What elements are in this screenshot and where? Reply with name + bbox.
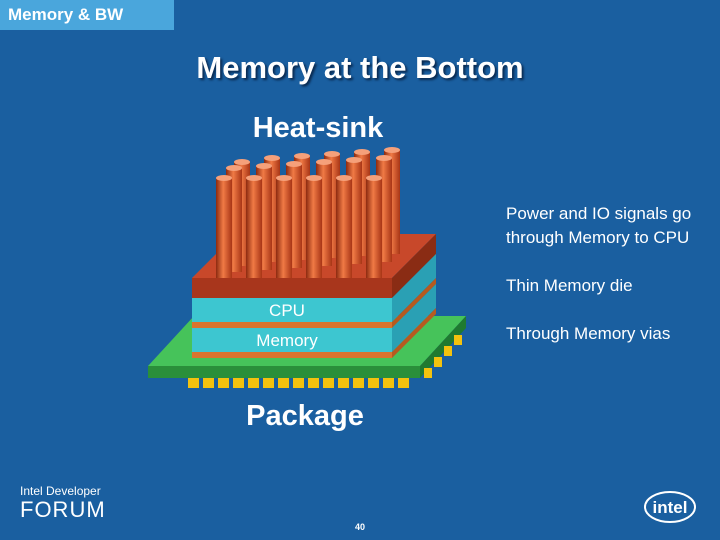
cpu-label: CPU (269, 301, 305, 320)
package-pins (188, 335, 462, 388)
idf-logo: Intel Developer FORUM (20, 484, 106, 522)
bullet-through-vias: Through Memory vias (506, 324, 671, 343)
bullet-list: Power and IO signals go through Memory t… (506, 202, 706, 370)
bullet-thin-memory: Thin Memory die (506, 276, 633, 295)
heat-sink-fins (216, 147, 400, 278)
idf-logo-line2: FORUM (20, 497, 106, 522)
intel-logo: intel (644, 491, 696, 523)
memory-label: Memory (256, 331, 318, 350)
intel-logo-text: intel (653, 498, 688, 517)
section-tab: Memory & BW (0, 0, 174, 30)
idf-logo-line1: Intel Developer (20, 484, 101, 498)
package-label: Package (246, 400, 364, 432)
heat-sink-label: Heat-sink (253, 112, 384, 144)
bullet-power-io: Power and IO signals go through Memory t… (506, 204, 692, 247)
page-number: 40 (354, 522, 365, 532)
slide-title: Memory at the Bottom (196, 50, 524, 85)
